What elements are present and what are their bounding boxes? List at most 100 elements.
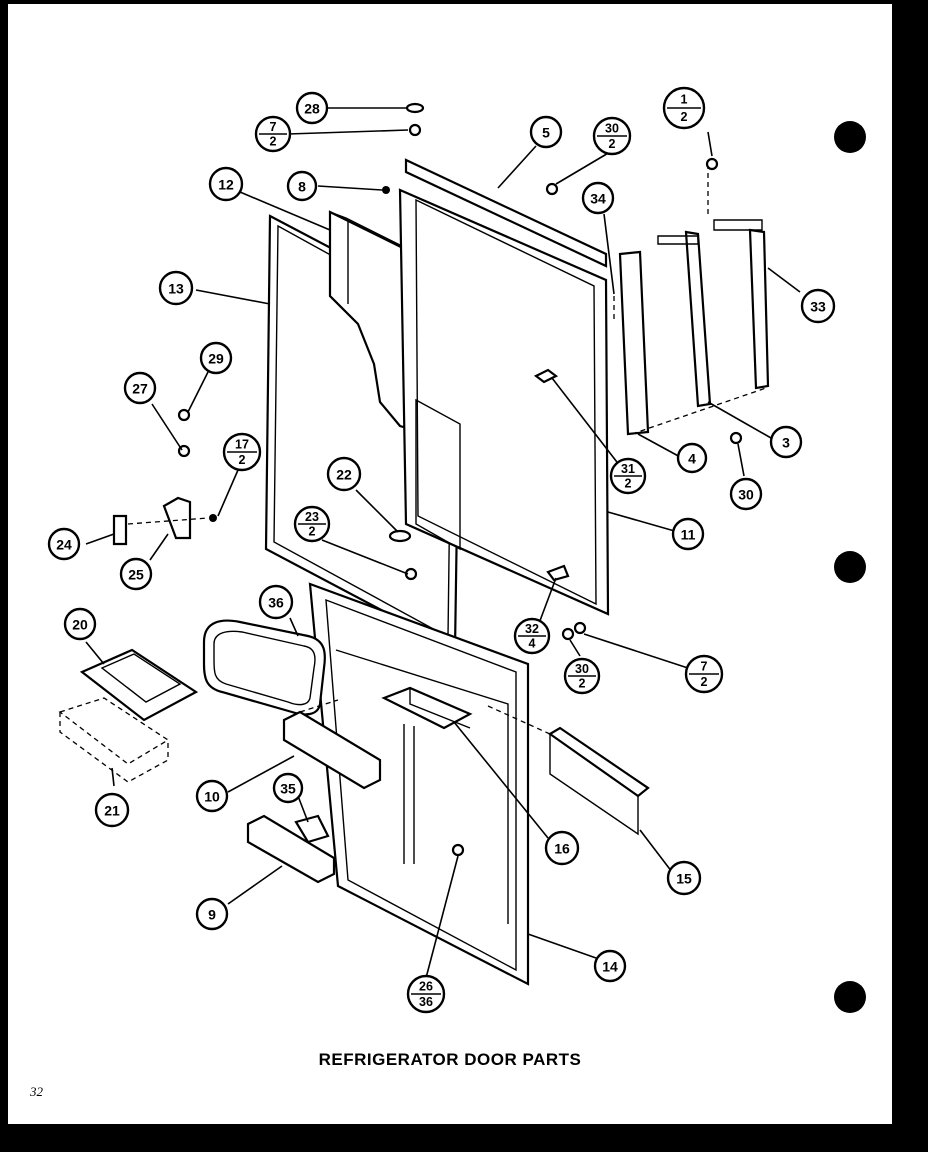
callout-22: 22 (326, 456, 362, 492)
callout-14: 14 (593, 949, 627, 983)
callout-24: 24 (47, 527, 81, 561)
binder-hole-top (834, 121, 866, 153)
callout-25: 25 (119, 557, 153, 591)
exploded-view-diagram: 2872812530212343313292717224252223231243… (47, 86, 866, 1014)
callout-circle (208, 166, 244, 202)
callout-23-2: 232 (293, 505, 331, 543)
callout-circle (94, 792, 130, 828)
callout-10: 10 (195, 779, 229, 813)
callout-circle (800, 288, 836, 324)
callout-numerator: 26 (419, 979, 433, 993)
callout-label: 11 (681, 527, 696, 543)
callout-circle (258, 584, 294, 620)
binder-hole-bottom (834, 981, 866, 1013)
callout-denominator: 2 (609, 137, 616, 151)
retainer-bar-15 (487, 705, 650, 836)
callout-numerator: 17 (235, 437, 249, 451)
container-36 (202, 619, 326, 716)
callout-circle (158, 270, 194, 306)
callout-label: 35 (280, 781, 296, 797)
callout-circle (195, 779, 229, 813)
callout-circle (593, 949, 627, 983)
callout-circle (286, 170, 318, 202)
callout-denominator: 2 (270, 135, 277, 149)
callout-denominator: 2 (701, 675, 708, 689)
callout-circle (63, 607, 97, 641)
callout-11: 11 (671, 517, 705, 551)
callout-circle (199, 341, 233, 375)
callout-8: 8 (286, 170, 318, 202)
callout-label: 28 (304, 101, 320, 117)
callout-20: 20 (63, 607, 97, 641)
callout-32-4: 324 (513, 617, 551, 655)
screw-26 (451, 843, 465, 857)
callout-29: 29 (199, 341, 233, 375)
hardware (112, 102, 743, 641)
callout-label: 4 (688, 451, 696, 467)
callout-15: 15 (666, 860, 702, 896)
callout-label: 16 (554, 841, 570, 857)
callout-label: 13 (168, 281, 184, 297)
callout-17-2: 172 (222, 432, 262, 472)
callout-label: 36 (268, 595, 284, 611)
callout-3: 3 (769, 425, 803, 459)
callout-denominator: 2 (309, 525, 316, 539)
callout-5: 5 (529, 115, 563, 149)
callout-label: 34 (590, 191, 606, 207)
callout-30-2a: 302 (592, 116, 632, 156)
callout-numerator: 31 (621, 462, 635, 476)
callout-36: 36 (258, 584, 294, 620)
callout-denominator: 2 (681, 110, 688, 124)
callout-label: 21 (104, 803, 120, 819)
fresh-food-door-14 (308, 582, 530, 986)
callout-label: 27 (132, 381, 148, 397)
callout-label: 3 (782, 435, 790, 451)
callout-label: 5 (542, 125, 550, 141)
callout-numerator: 30 (605, 121, 619, 135)
callout-circle (195, 897, 229, 931)
callout-denominator: 2 (239, 453, 246, 467)
callout-denominator: 2 (625, 477, 632, 491)
callout-circle (671, 517, 705, 551)
callout-30-2b: 302 (563, 657, 601, 695)
binder-hole-middle (834, 551, 866, 583)
callout-label: 30 (738, 487, 754, 503)
callout-circle (119, 557, 153, 591)
callout-label: 12 (218, 177, 234, 193)
callout-numerator: 7 (270, 120, 277, 134)
callout-circle (676, 442, 708, 474)
callout-circle (729, 477, 763, 511)
callout-12: 12 (208, 166, 244, 202)
callout-label: 14 (602, 959, 618, 975)
callout-label: 8 (298, 179, 306, 195)
freezer-door-11 (398, 188, 610, 616)
callout-16: 16 (544, 830, 580, 866)
callout-circle (581, 181, 615, 215)
callout-denominator: 4 (529, 637, 536, 651)
callout-7-2a: 72 (254, 115, 292, 153)
callout-31-2: 312 (609, 457, 647, 495)
diagram-title: REFRIGERATOR DOOR PARTS (318, 1050, 582, 1069)
leader-lines (85, 107, 801, 979)
callout-13: 13 (158, 270, 194, 306)
callout-4: 4 (676, 442, 708, 474)
callout-label: 10 (204, 789, 220, 805)
callout-7-2b: 72 (684, 654, 724, 694)
callout-numerator: 23 (305, 510, 319, 524)
callout-denominator: 36 (419, 995, 433, 1009)
callout-circle (47, 527, 81, 561)
callout-circle (769, 425, 803, 459)
callout-circle (529, 115, 563, 149)
callout-30: 30 (729, 477, 763, 511)
callout-label: 29 (208, 351, 224, 367)
callout-label: 9 (208, 907, 216, 923)
callout-label: 33 (810, 299, 826, 315)
callout-28: 28 (295, 91, 329, 125)
callout-numerator: 1 (681, 93, 688, 107)
handle-parts (613, 164, 770, 436)
shelf-16 (381, 686, 473, 730)
callout-circle (272, 772, 304, 804)
callout-label: 22 (336, 467, 352, 483)
